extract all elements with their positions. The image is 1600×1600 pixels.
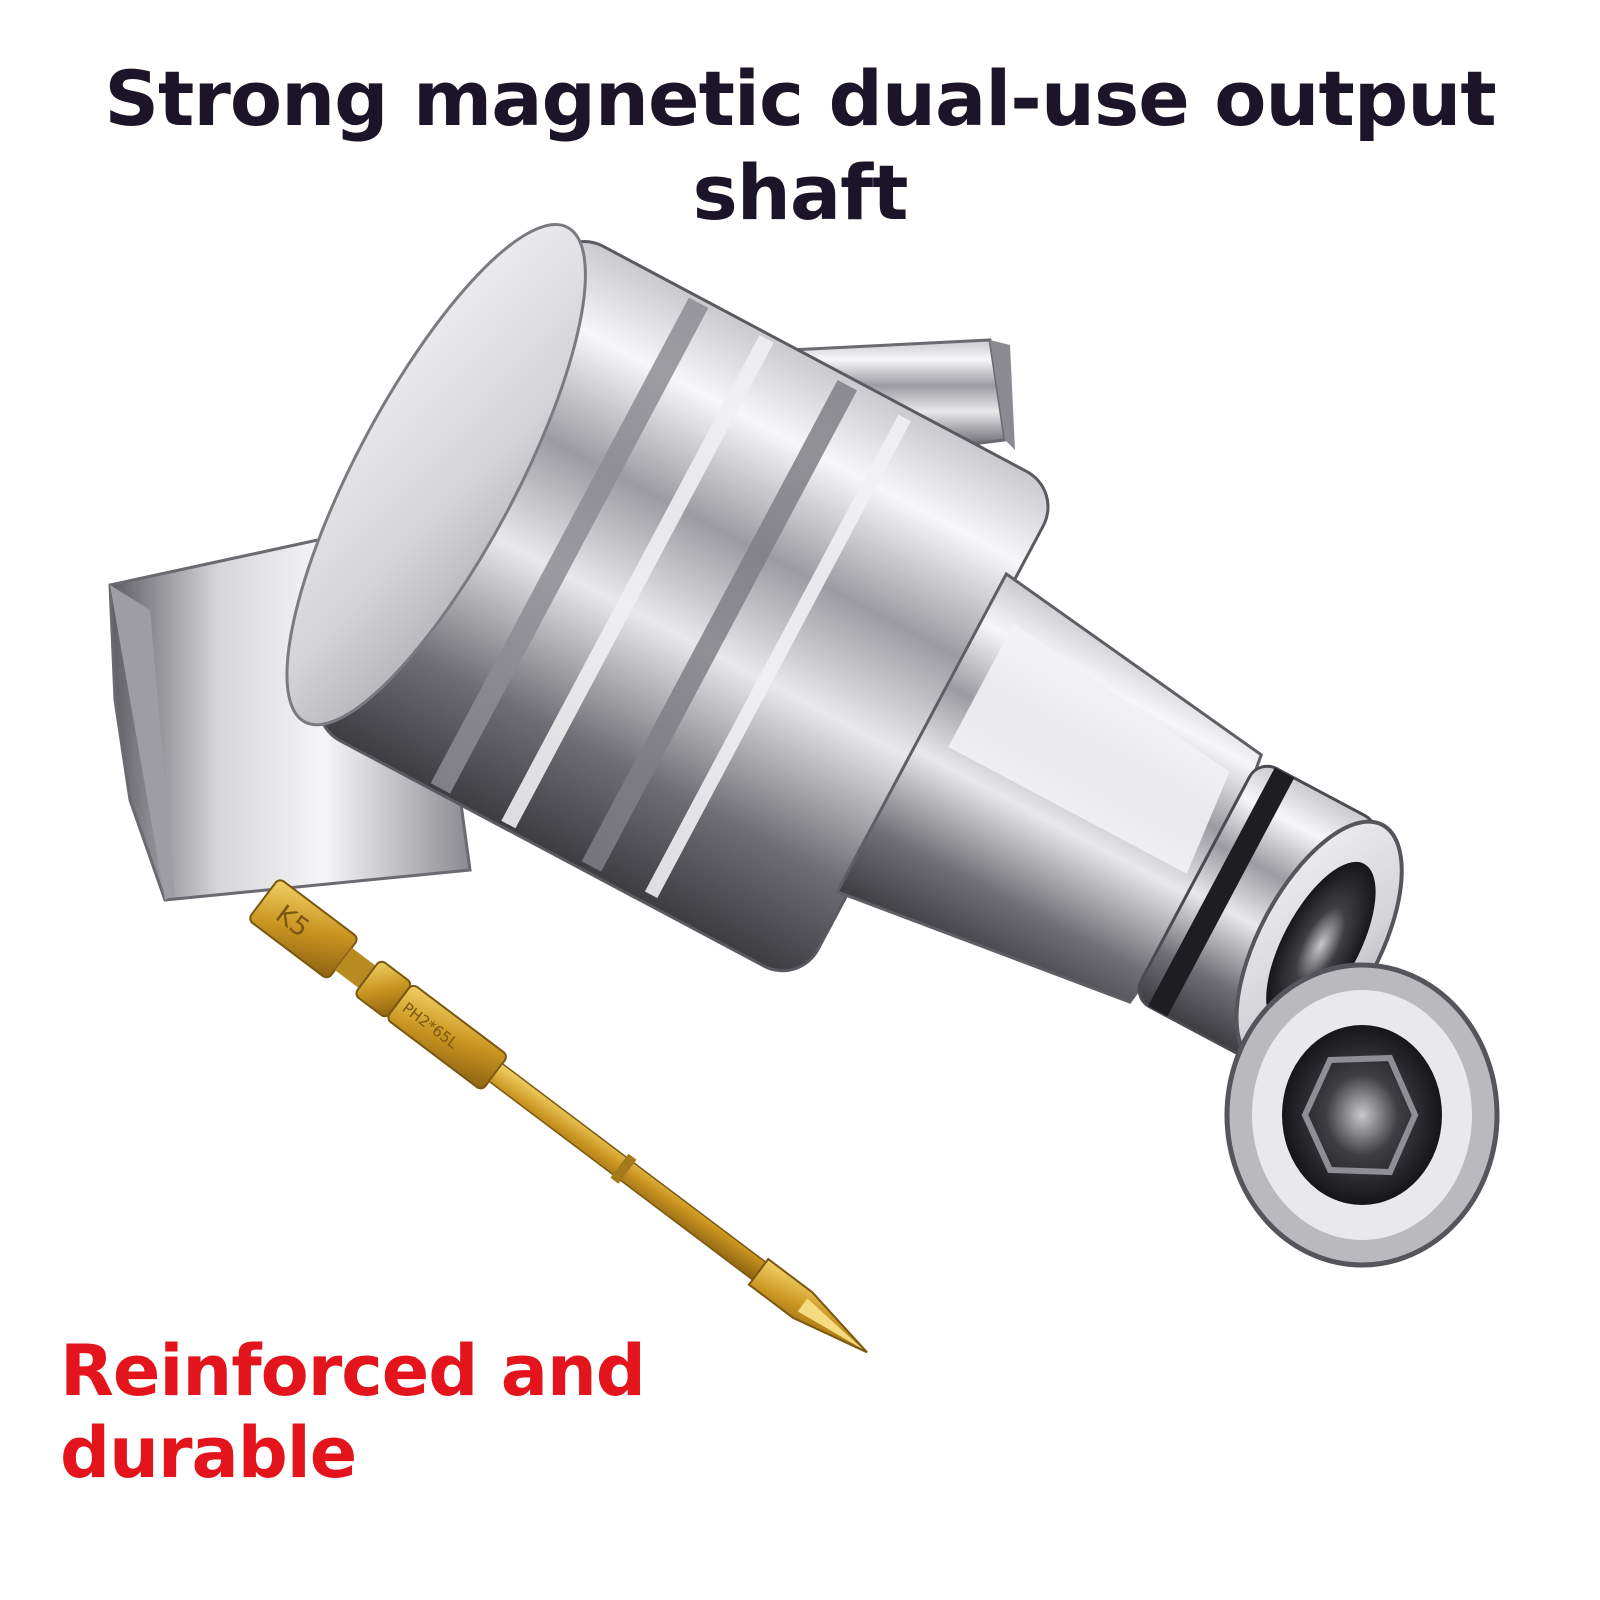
headline: Strong magnetic dual-use output shaft — [0, 52, 1600, 240]
screwdriver-bit: K5 PH2*65L — [249, 879, 868, 1354]
headline-line-2: shaft — [692, 148, 908, 237]
caption-line-1: Reinforced and — [60, 1330, 646, 1412]
feature-caption: Reinforced and durable — [60, 1330, 646, 1494]
headline-line-1: Strong magnetic dual-use output — [104, 54, 1496, 143]
caption-line-2: durable — [60, 1412, 357, 1494]
hex-socket — [1224, 962, 1500, 1268]
